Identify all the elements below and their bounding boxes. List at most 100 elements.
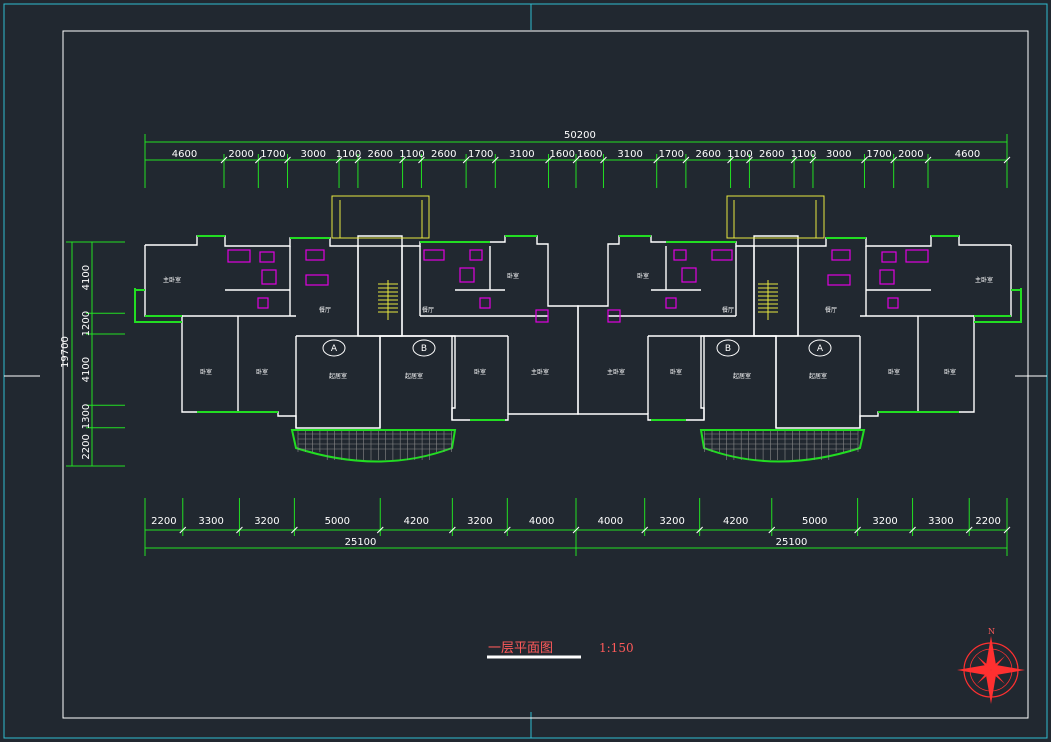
dim-slash: [179, 526, 187, 534]
dim-label: 3200: [872, 516, 897, 527]
room-label: 卧室: [200, 368, 212, 376]
drawing-title: 一层平面图: [488, 641, 553, 656]
fixture: [665, 297, 677, 309]
dim-slash: [1003, 156, 1011, 164]
dim-slash: [572, 156, 580, 164]
dim-label: 3000: [301, 149, 326, 160]
room-label: 主卧室: [531, 368, 549, 376]
room-label: 主卧室: [607, 368, 625, 376]
dim-label: 5000: [802, 516, 827, 527]
dim-label: 2600: [759, 149, 784, 160]
fixture: [711, 249, 733, 261]
dim-slash: [600, 156, 607, 164]
room-label: 起居室: [405, 372, 423, 380]
dim-slash: [909, 526, 916, 534]
dim-label: 4200: [404, 516, 429, 527]
unit-tag-circle: [412, 339, 436, 357]
fixture: [459, 267, 475, 283]
room-label: 起居室: [329, 372, 347, 380]
north-arrow-icon: N: [957, 627, 1025, 704]
dim-label: 2600: [695, 149, 720, 160]
dim-label: 1300: [81, 404, 92, 429]
dim-slash: [449, 526, 456, 534]
fixture: [887, 297, 899, 309]
drawing-scale: 1:150: [599, 641, 634, 655]
dim-slash: [861, 156, 868, 164]
dim-slash: [545, 156, 552, 164]
dim-slash: [790, 156, 798, 164]
fixture: [227, 249, 251, 263]
dim-slash: [220, 156, 228, 164]
sanitary-fixtures: [227, 249, 929, 323]
dim-label: 1700: [260, 149, 285, 160]
dim-label: 1100: [727, 149, 752, 160]
building-walls: [144, 235, 1012, 429]
fixture: [879, 269, 895, 285]
room-label: 餐厅: [319, 306, 331, 314]
dim-slash: [746, 156, 753, 164]
entry-canopy: [331, 195, 430, 239]
dim-slash: [653, 156, 661, 164]
unit-tag-circle: [808, 339, 832, 357]
balcony: [290, 429, 457, 463]
fixture: [607, 309, 621, 323]
dim-overall-label: 19700: [60, 336, 71, 368]
room-label: 起居室: [733, 372, 751, 380]
fixture: [681, 267, 697, 283]
fixture: [673, 249, 687, 261]
dim-label: 4600: [955, 149, 980, 160]
bay-window: [134, 289, 182, 323]
room-label: 卧室: [637, 272, 649, 280]
dim-label: 4600: [172, 149, 197, 160]
room-label: 卧室: [944, 368, 956, 376]
fixture: [881, 251, 897, 263]
dim-slash: [354, 156, 362, 164]
dim-slash: [727, 156, 734, 164]
room-label: 餐厅: [422, 306, 434, 314]
unit-tag-label: B: [725, 344, 731, 354]
unit-tag-label: A: [331, 344, 338, 354]
dim-label: 3200: [254, 516, 279, 527]
dim-slash: [924, 156, 932, 164]
room-label: 卧室: [256, 368, 268, 376]
dim-label: 3000: [826, 149, 851, 160]
fixture: [259, 251, 275, 263]
room-label: 主卧室: [163, 276, 181, 284]
dim-slash: [291, 526, 298, 534]
dim-label: 4200: [723, 516, 748, 527]
dim-label: 2600: [368, 149, 393, 160]
unit-tag-label: B: [421, 344, 427, 354]
unit-tag-circle: [716, 339, 740, 357]
dim-slash: [809, 156, 817, 164]
fixture: [469, 249, 483, 261]
dim-label: 4000: [529, 516, 554, 527]
dim-label: 1600: [577, 149, 602, 160]
dim-slash: [641, 526, 649, 534]
dim-label: 4100: [81, 357, 92, 382]
dim-label: 3100: [617, 149, 642, 160]
dim-slash: [1003, 526, 1011, 534]
dim-slash: [236, 526, 243, 534]
dim-slash: [572, 526, 580, 534]
outer-border: [3, 3, 1048, 739]
dim-label: 2200: [151, 516, 176, 527]
balconies: [290, 429, 866, 463]
dim-slash: [503, 526, 511, 534]
dim-slash: [854, 526, 861, 534]
dim-slash: [418, 156, 425, 164]
dim-label: 1600: [550, 149, 575, 160]
dim-label: 1700: [866, 149, 891, 160]
fixture: [257, 297, 269, 309]
room-label: 卧室: [474, 368, 486, 376]
unit-tag-label: A: [817, 344, 824, 354]
room-label: 主卧室: [975, 276, 993, 284]
dim-slash: [399, 156, 406, 164]
room-label: 卧室: [888, 368, 900, 376]
dim-slash: [491, 156, 499, 164]
dim-label: 4100: [81, 265, 92, 290]
dim-slash: [696, 526, 703, 534]
dim-label: 1100: [399, 149, 424, 160]
